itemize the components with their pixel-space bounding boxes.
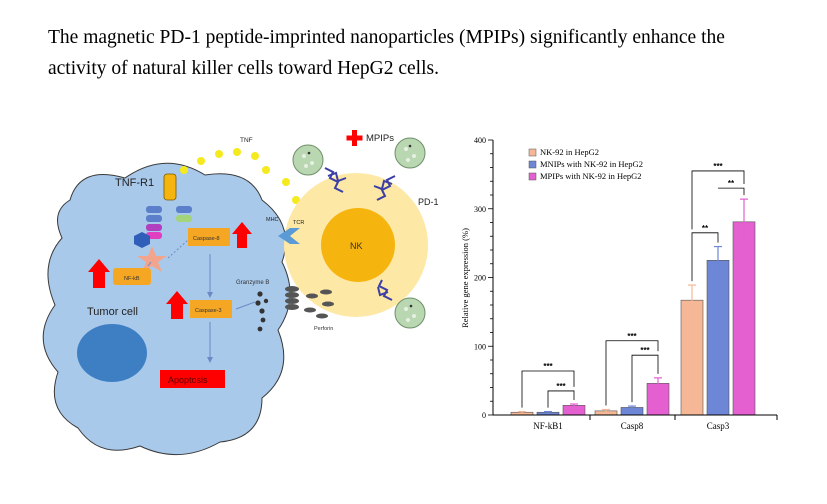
- significance-brackets: *******************: [521, 162, 745, 408]
- x-tick-label: NF-kB1: [533, 421, 563, 431]
- significance-label: ***: [543, 362, 553, 371]
- significance-label: **: [728, 179, 735, 188]
- mpips-plus-icon: [346, 130, 363, 146]
- y-tick-label: 300: [474, 205, 486, 214]
- bar: [732, 221, 756, 416]
- y-axis-label: Relative gene expression (%): [460, 228, 470, 328]
- bracket: [631, 354, 659, 403]
- granzyme-dots: [255, 291, 269, 332]
- pd-1-receptors: [324, 167, 396, 301]
- schematic: TNF-R1 TNF Caspase-8 NF-kB: [42, 130, 439, 455]
- tumor-cell-label: Tumor cell: [87, 306, 138, 318]
- tcr-label: TCR: [293, 220, 304, 226]
- bracket: [691, 170, 745, 230]
- legend-label: MPIPs with NK-92 in HepG2: [540, 171, 642, 181]
- error-bars: [518, 198, 748, 413]
- caspase-3-label: Caspase-3: [195, 308, 222, 314]
- mhc-label: MHC: [266, 217, 279, 223]
- nucleus: [77, 324, 147, 382]
- significance-label: ***: [640, 346, 650, 355]
- significance-label: **: [702, 224, 709, 233]
- nf-kb-box: [113, 268, 151, 285]
- perforin-pores: [285, 286, 334, 319]
- bar: [562, 405, 586, 416]
- headline-line-2: activity of natural killer cells toward …: [48, 58, 439, 79]
- bracket: [605, 340, 659, 406]
- x-tick-label: Casp3: [707, 421, 730, 431]
- caspase-8-label: Caspase-8: [193, 236, 220, 242]
- legend-swatch: [528, 148, 537, 157]
- y-tick-label: 100: [474, 342, 486, 351]
- headline-line-1: The magnetic PD-1 peptide-imprinted nano…: [48, 27, 725, 48]
- legend-label: NK-92 in HepG2: [540, 147, 599, 157]
- significance-label: ***: [627, 332, 637, 341]
- up-arrow-icons: [88, 222, 252, 319]
- caspase-3-box: [190, 300, 232, 318]
- nk-cell-inner: [321, 208, 395, 282]
- headline: The magnetic PD-1 peptide-imprinted nano…: [48, 22, 808, 84]
- adaptor-proteins: [134, 206, 192, 272]
- significance-label: ***: [713, 162, 723, 171]
- tnf-r1-receptor: [163, 173, 177, 201]
- bar: [680, 299, 704, 416]
- tcr-arrow-icon: [278, 228, 300, 244]
- bracket: [521, 370, 575, 408]
- y-tick-label: 0: [482, 411, 486, 420]
- tumor-cell-body: [42, 162, 291, 455]
- legend-label: MNIPs with NK-92 in HepG2: [540, 159, 643, 169]
- significance-label: ***: [556, 382, 566, 391]
- tnf-dots: [180, 148, 300, 204]
- x-axis: NF-kB1 Casp8 Casp3: [493, 414, 778, 431]
- nk-label: NK: [350, 241, 363, 251]
- bracket: [547, 390, 575, 408]
- bar: [706, 260, 730, 416]
- pd-1-label: PD-1: [418, 197, 439, 207]
- mpips-label: MPIPs: [366, 133, 394, 144]
- tnf-r1-label: TNF-R1: [115, 177, 154, 189]
- y-tick-label: 200: [474, 274, 486, 283]
- bracket: [718, 187, 745, 196]
- perforin-label: Perforin: [314, 326, 333, 332]
- x-tick-label: Casp8: [621, 421, 644, 431]
- legend-swatch: [528, 160, 537, 169]
- y-tick-label: 400: [474, 136, 486, 145]
- bars: [510, 221, 756, 416]
- tnf-label: TNF: [240, 137, 253, 144]
- nf-kb-label: NF-kB: [124, 276, 140, 282]
- bracket: [691, 232, 719, 282]
- apoptosis-box: [160, 370, 225, 388]
- legend-swatch: [528, 172, 537, 181]
- caspase-8-box: [188, 228, 230, 246]
- y-axis: 0 100 200 300 400: [474, 136, 494, 420]
- mpip-particles: [292, 137, 426, 329]
- granzyme-b-label: Granzyme B: [236, 280, 269, 286]
- apoptosis-label: Apoptosis: [168, 375, 208, 385]
